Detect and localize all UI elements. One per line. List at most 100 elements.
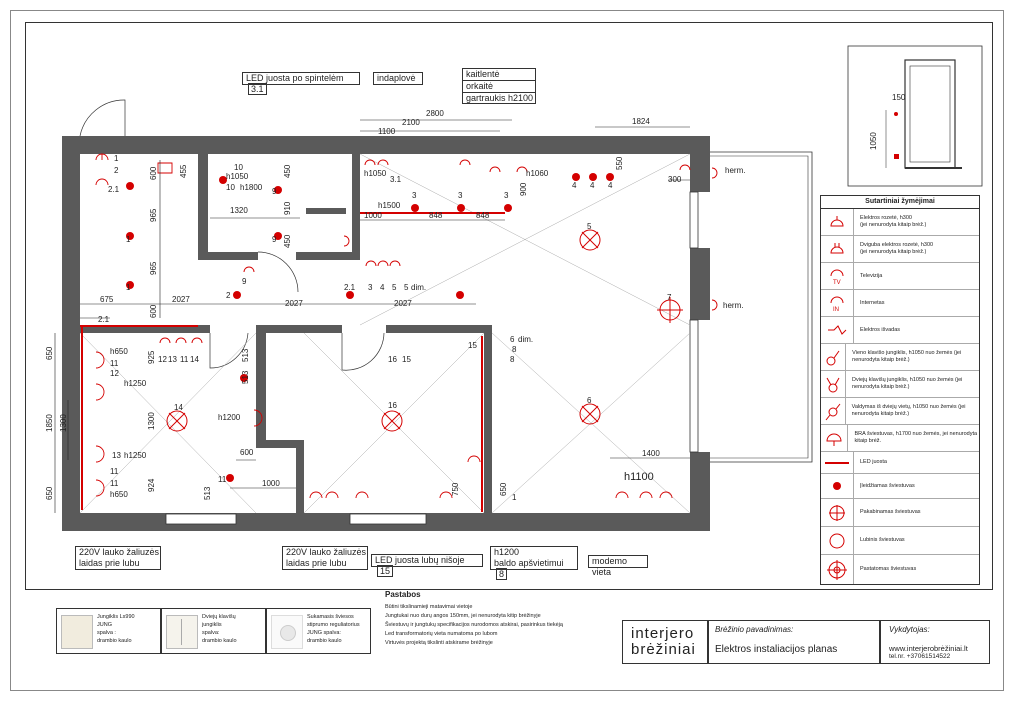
dim-924: 924 xyxy=(147,478,156,492)
dim-600c: 600 xyxy=(240,448,254,457)
pendant-light-icon xyxy=(821,499,854,526)
tag: 3.1 xyxy=(390,175,402,184)
callout-led-lubu: LED juosta lubų nišoje 15 xyxy=(371,554,483,577)
dim-900: 900 xyxy=(519,182,528,196)
dim-910: 910 xyxy=(283,201,292,215)
note-line: Led transformatorių vieta numatoma po lu… xyxy=(385,631,498,637)
switch-sample-1: Jungiklis Ls990 JUNG spalva : drambio ka… xyxy=(56,608,161,654)
legend-label: Įleidžiamas šviestuvas xyxy=(860,482,915,489)
orkaite: orkaitė xyxy=(463,81,535,93)
legend-row: BRA šviestuvas, h1700 nuo žemės, jei nen… xyxy=(821,425,979,452)
tag: 15 xyxy=(468,341,477,350)
tag: 1 xyxy=(114,154,119,163)
legend-row: Elektros išvadas xyxy=(821,317,979,344)
tag: 5 xyxy=(404,283,409,292)
dim-1000b: 1000 xyxy=(262,479,280,488)
tag: 14 xyxy=(190,355,199,364)
dim-1824: 1824 xyxy=(632,117,650,126)
dim-965b: 965 xyxy=(149,261,158,275)
dim-300: 300 xyxy=(668,175,682,184)
tag: 11 xyxy=(180,355,189,364)
dim-2027a: 2027 xyxy=(172,295,190,304)
callout-led-spot: LED juosta po spintelėm 3.1 xyxy=(242,72,360,95)
tag: 8 xyxy=(512,345,517,354)
note-line: Šviestuvų ir jungtukų specifikacijos nur… xyxy=(385,622,563,628)
switch-text: jungiklis xyxy=(202,622,222,628)
dim-600a: 600 xyxy=(149,166,158,180)
switch-text: JUNG xyxy=(97,622,112,628)
tag: 2.1 xyxy=(344,283,356,292)
tag: 3 xyxy=(412,191,417,200)
drawing-sheet xyxy=(10,10,1004,691)
callout-baldo: h1200 baldo apšvietimui 8 xyxy=(490,546,578,580)
switch-text: spalva: xyxy=(202,630,220,636)
wall-lamp-icon xyxy=(821,425,849,451)
legend-row: Pakabinamas šviestuvas xyxy=(821,499,979,527)
herm-label-1: herm. xyxy=(725,166,746,175)
dim-dim1: dim. xyxy=(411,283,426,292)
two-way-switch-icon xyxy=(821,398,846,424)
drawing-frame xyxy=(25,22,993,590)
callout-led-spot-num: 3.1 xyxy=(248,83,267,95)
tag: 1 xyxy=(126,283,131,292)
switch-sample-3: Sukamasis šviesos stiprumo reguliatorius… xyxy=(266,608,371,654)
executor-website: www.interjerobrėžiniai.lt xyxy=(889,644,968,653)
dim-dim2: dim. xyxy=(518,335,533,344)
switch-text: drambio kaulo xyxy=(307,638,342,644)
h1800: h1800 xyxy=(240,183,263,192)
tag-labels: 1 2 2.1 1 1 2 9 10 10 9 9 3.1 3 3 3 4 4 … xyxy=(98,154,672,502)
notes-title: Pastabos xyxy=(385,590,421,599)
dim-1400: 1400 xyxy=(642,449,660,458)
dim-513a: 513 xyxy=(241,348,250,362)
tag: 3 xyxy=(458,191,463,200)
switch-text: spalva : xyxy=(97,630,116,636)
led-strips xyxy=(80,212,505,512)
switch-text: drambio kaulo xyxy=(202,638,237,644)
dim-965a: 965 xyxy=(149,208,158,222)
legend-label: Pastatomas šviestuvas xyxy=(860,566,917,572)
double-switch-icon xyxy=(821,371,846,397)
tag: 4 xyxy=(590,181,595,190)
tag: 16 xyxy=(388,355,397,364)
legend-label: LED juosta xyxy=(860,459,887,465)
led-strip-icon xyxy=(821,452,854,473)
tag: 6 xyxy=(587,396,592,405)
callout-baldo-num: 8 xyxy=(496,568,508,580)
dim-455: 455 xyxy=(179,164,188,178)
single-switch-icon xyxy=(821,344,847,370)
h1250b: h1250 xyxy=(124,451,147,460)
tag: 9 xyxy=(272,235,277,244)
tag: 4 xyxy=(380,283,385,292)
legend-label: Dviguba elektros rozetė, h300 xyxy=(860,242,934,248)
outlet-marks xyxy=(95,153,718,499)
internet-icon: IN xyxy=(821,290,854,316)
tag: 5 xyxy=(392,283,397,292)
legend-row: Dviguba elektros rozetė, h300(jei nenuro… xyxy=(821,236,979,263)
tag: 3 xyxy=(504,191,509,200)
legend-label: Pakabinamas šviestuvas xyxy=(860,509,921,515)
switch-text: drambio kaulo xyxy=(97,638,132,644)
floor-lamp-icon xyxy=(821,555,854,584)
callout-appliances: kaitlentė orkaitė gartraukis h2100 xyxy=(462,68,536,104)
legend-row: Lubinis šviestuvas xyxy=(821,527,979,555)
windows xyxy=(165,191,699,525)
h1100: h1100 xyxy=(624,471,654,483)
legend-title: Sutartiniai žymėjimai xyxy=(821,196,979,209)
tag: 11 xyxy=(110,479,119,488)
dimmer-swatch xyxy=(271,615,303,649)
outlet-lead-icon xyxy=(821,317,854,343)
tag: 6 xyxy=(510,335,515,344)
tag: 13 xyxy=(112,451,121,460)
tag: 11 xyxy=(110,467,119,476)
dim-2100: 2100 xyxy=(402,118,420,127)
legend-row: Vieno klavišo jungiklis, h1050 nuo žemės… xyxy=(821,344,979,371)
legend-row: Pastatomas šviestuvas xyxy=(821,555,979,584)
light-guides xyxy=(79,153,691,514)
note-line: Būtini tikslinamieji matavimai vietoje xyxy=(385,604,473,610)
switch-text: Jungiklis Ls990 xyxy=(97,614,135,620)
note-line: Virtuvės projektą tikslinti atskirame br… xyxy=(385,640,493,646)
gartraukis: gartraukis h2100 xyxy=(466,93,534,103)
h1200: h1200 xyxy=(218,413,241,422)
